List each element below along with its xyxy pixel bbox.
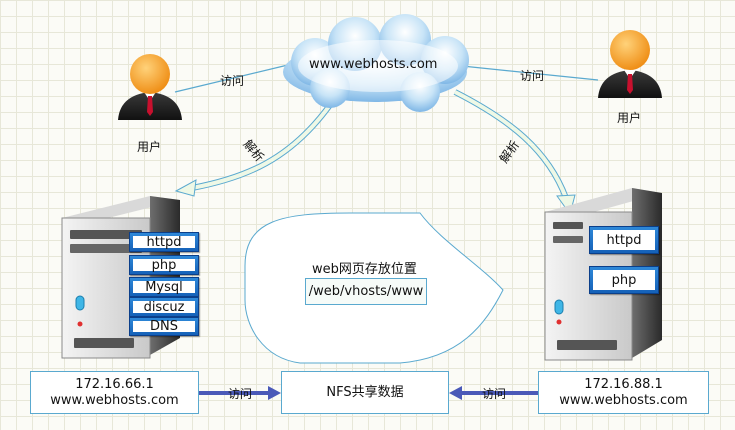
nfs-title: web网页存放位置 — [312, 262, 417, 277]
service-php-right: php — [589, 266, 659, 294]
internet-cloud — [283, 14, 469, 112]
nfs-left-link-label: 访问 — [228, 387, 253, 401]
user-right-icon — [598, 30, 662, 98]
user-left-link-line — [174, 63, 293, 93]
server-right-domain: www.webhosts.com — [559, 392, 688, 408]
server-left-domain: www.webhosts.com — [50, 392, 179, 408]
server-left-ip: 172.16.66.1 — [75, 376, 154, 392]
nfs-share-box: NFS共享数据 — [281, 371, 449, 414]
service-php-left: php — [129, 255, 199, 275]
server-left-info-box: 172.16.66.1 www.webhosts.com — [30, 371, 199, 414]
service-httpd-left: httpd — [129, 232, 199, 252]
service-discuz-left: discuz — [129, 297, 199, 317]
user-right-link-label: 访问 — [520, 69, 545, 83]
nfs-share-label: NFS共享数据 — [326, 384, 404, 400]
user-right-link-line — [461, 65, 599, 81]
service-httpd-right: httpd — [589, 226, 659, 254]
nfs-path-box: /web/vhosts/www — [305, 278, 427, 305]
service-dns-left: DNS — [129, 317, 199, 336]
nfs-right-link-label: 访问 — [482, 387, 507, 401]
server-right-ip: 172.16.88.1 — [584, 376, 663, 392]
user-right-label: 用户 — [617, 111, 642, 125]
nfs-arrow-right — [449, 386, 540, 400]
nfs-arrow-left — [199, 386, 281, 400]
user-left-icon — [118, 54, 182, 120]
resolve-arrow-right — [453, 89, 576, 216]
server-right-info-box: 172.16.88.1 www.webhosts.com — [538, 371, 709, 414]
cloud-domain-label: www.webhosts.com — [309, 57, 438, 72]
service-mysql-left: Mysql — [129, 277, 199, 297]
nfs-path: /web/vhosts/www — [308, 283, 424, 299]
resolve-arrow-left — [174, 103, 333, 197]
user-left-label: 用户 — [137, 140, 162, 154]
user-left-link-label: 访问 — [220, 74, 245, 88]
